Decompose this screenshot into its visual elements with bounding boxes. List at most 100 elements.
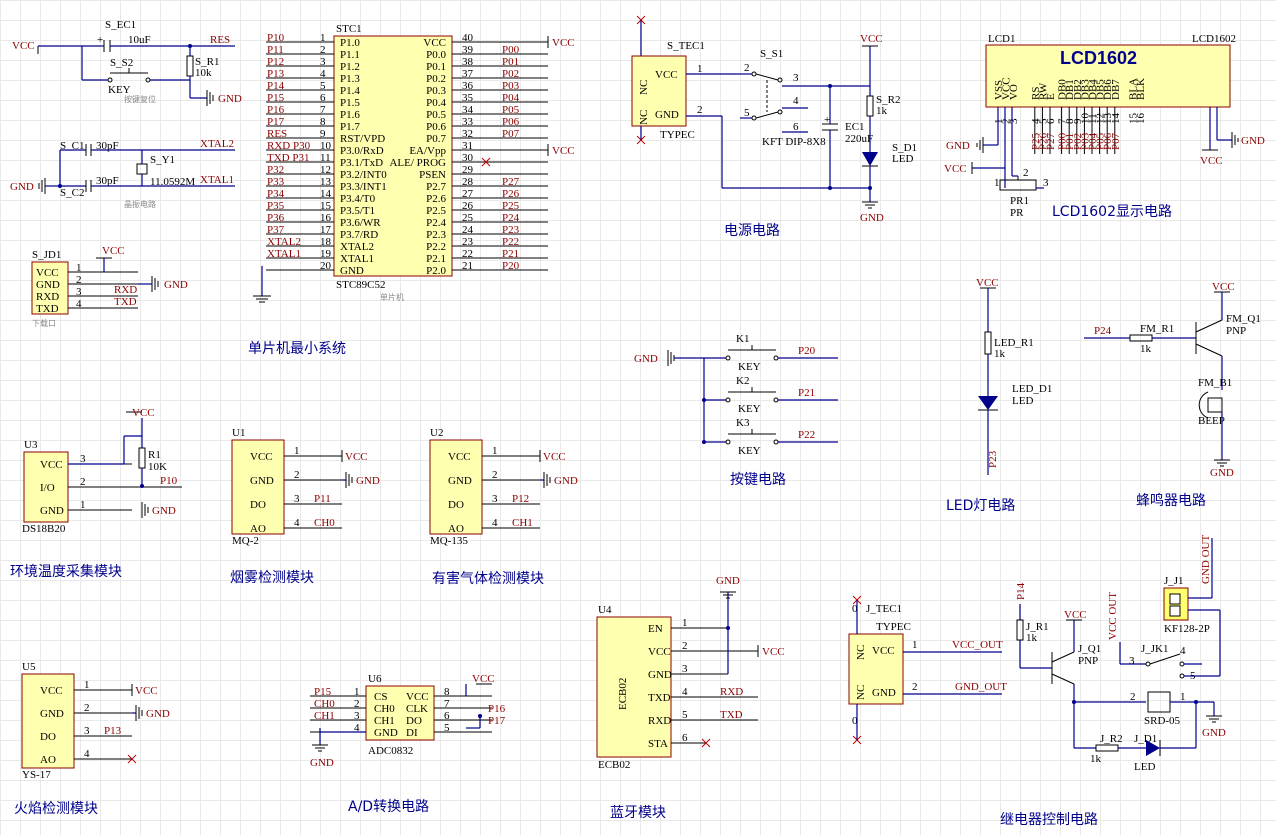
download-pin-name: GND bbox=[36, 279, 60, 291]
lcd-pin-name: DB7 bbox=[1110, 79, 1122, 100]
reset-vcc-label: VCC bbox=[12, 40, 35, 52]
mcu-pin-num: 10 bbox=[320, 140, 332, 152]
mq135-pin-name: AO bbox=[448, 523, 464, 535]
svg-text:2: 2 bbox=[697, 104, 703, 116]
key-contact bbox=[725, 355, 731, 361]
adc-left-num: 1 bbox=[354, 686, 360, 698]
mq135-pin-name: GND bbox=[448, 475, 472, 487]
title-relay: 继电器控制电路 bbox=[1000, 812, 1098, 828]
keys-gnd-label: GND bbox=[634, 353, 658, 365]
mcu-pin-net: P01 bbox=[502, 56, 519, 68]
temp-pin-name: GND bbox=[40, 505, 64, 517]
mcu-pin-name: P3.5/T1 bbox=[340, 205, 375, 217]
mcu-pin-num: 7 bbox=[320, 104, 326, 116]
adc-left-net: CH0 bbox=[314, 698, 335, 710]
key-contact bbox=[773, 355, 779, 361]
mcu-pin-name: P3.2/INT0 bbox=[340, 169, 387, 181]
led-circuit: VCC LED_R1 1k LED_D1 LED P23 bbox=[976, 277, 1052, 475]
lcd-pin-net: P05 bbox=[1095, 132, 1107, 150]
mcu-pin-net: P13 bbox=[267, 68, 285, 80]
fire-pin-name: VCC bbox=[40, 685, 63, 697]
mcu-pin-name: P0.4 bbox=[426, 97, 446, 109]
title-led: LED灯电路 bbox=[946, 498, 1015, 514]
svg-text:2: 2 bbox=[1023, 167, 1029, 179]
relay-d-ref: J_D1 bbox=[1134, 733, 1157, 745]
mq135-pin-num: 4 bbox=[492, 517, 498, 529]
mcu-pin-num: 26 bbox=[462, 200, 474, 212]
download-gnd-label: GND bbox=[164, 279, 188, 291]
bt-gnd-label: GND bbox=[716, 575, 740, 587]
title-adc: A/D转换电路 bbox=[348, 798, 429, 815]
mcu-pin-net: P27 bbox=[502, 176, 520, 188]
fire-pin-num: 2 bbox=[84, 702, 90, 714]
fire-pin-name: AO bbox=[40, 754, 56, 766]
led-vcc-label: VCC bbox=[976, 277, 999, 289]
bt-pin-name: STA bbox=[648, 738, 668, 750]
mcu-pin-name: GND bbox=[340, 265, 364, 277]
tec-ref: J_TEC1 bbox=[866, 603, 902, 615]
mcu-pin-num: 1 bbox=[320, 32, 326, 44]
mcu-pin-net: P37 bbox=[267, 224, 285, 236]
mcu-pin-num: 34 bbox=[462, 104, 474, 116]
mcu-pin-num: 17 bbox=[320, 224, 332, 236]
mcu-pin-num: 23 bbox=[462, 236, 474, 248]
lcd-pin-net: P25 bbox=[1030, 132, 1042, 150]
lcd-pin-num: 3 bbox=[1008, 118, 1020, 124]
lcd-pin-name: DB1 bbox=[1064, 79, 1076, 100]
mcu-pin-net: P12 bbox=[267, 56, 284, 68]
key-val: KEY bbox=[738, 361, 761, 373]
mcu-pin-num: 32 bbox=[462, 128, 473, 140]
mcu-pin-num: 15 bbox=[320, 200, 332, 212]
crystal-c2-ref: S_C2 bbox=[60, 187, 84, 199]
mcu-pin-net: P35 bbox=[267, 200, 285, 212]
mcu-pin-num: 2 bbox=[320, 44, 326, 56]
svg-text:1: 1 bbox=[697, 63, 703, 75]
mcu-pin-net: P02 bbox=[502, 68, 519, 80]
temp-r-val: 10K bbox=[148, 461, 167, 473]
mcu-pin-name: XTAL1 bbox=[340, 253, 374, 265]
relay-r1-val: 1k bbox=[1026, 632, 1038, 644]
power-nc2: NC bbox=[638, 110, 650, 125]
adc-right-net: P16 bbox=[488, 703, 506, 715]
temp-vcc-label: VCC bbox=[132, 407, 155, 419]
download-pin-num: 4 bbox=[76, 298, 82, 310]
lcd-pin-name: VCC bbox=[1001, 77, 1013, 100]
mcu-pin-name: RST/VPD bbox=[340, 133, 385, 145]
lcd-title: LCD1602 bbox=[1060, 48, 1137, 68]
relay-gnd-label: GND bbox=[1202, 727, 1226, 739]
lcd-pin-name: DB2 bbox=[1072, 79, 1084, 100]
relay-r1-ref: J_R1 bbox=[1026, 621, 1049, 633]
mq2-body bbox=[231, 439, 285, 535]
mcu-pin-num: 37 bbox=[462, 68, 474, 80]
mcu-pin-net: P04 bbox=[502, 92, 520, 104]
reset-note: 按键复位 bbox=[124, 94, 156, 104]
tec-vcc-pin: VCC bbox=[872, 645, 895, 657]
mcu-pin-num: 22 bbox=[462, 248, 473, 260]
mq135-net-gnd: GND bbox=[554, 475, 578, 487]
crystal-y1-ref: S_Y1 bbox=[150, 154, 175, 166]
mcu-pin-net: RXD P30 bbox=[267, 140, 311, 152]
mcu-pin-num: 19 bbox=[320, 248, 332, 260]
bt-pin-name: TXD bbox=[648, 692, 671, 704]
power-nc1: NC bbox=[638, 80, 650, 95]
mcu-pin-net: P10 bbox=[267, 32, 285, 44]
mq135-part: MQ-135 bbox=[430, 535, 468, 547]
buzzer-circuit: VCC P24 FM_R1 1k FM_Q1 PNP FM_B1 BEEP GN… bbox=[1084, 281, 1261, 479]
crystal-c1-val: 30pF bbox=[96, 140, 119, 152]
svg-text:1: 1 bbox=[1180, 691, 1186, 703]
lcd-pin-num: 15 bbox=[1127, 113, 1139, 125]
key-ref: K2 bbox=[736, 375, 749, 387]
download-pin-name: TXD bbox=[36, 303, 59, 315]
relay-jack-ref: J_J1 bbox=[1164, 575, 1184, 587]
bt-pin-name: RXD bbox=[648, 715, 671, 727]
fire-ref: U5 bbox=[22, 661, 36, 673]
mq2-pin-name: AO bbox=[250, 523, 266, 535]
crystal-net-xtal2: XTAL2 bbox=[200, 138, 234, 150]
title-buzzer: 蜂鸣器电路 bbox=[1136, 492, 1206, 509]
adc-right-num: 7 bbox=[444, 698, 450, 710]
mq135-net: P12 bbox=[512, 493, 529, 505]
lcd-pin-num: 5 bbox=[1037, 118, 1049, 124]
adc-left-net: P15 bbox=[314, 686, 332, 698]
